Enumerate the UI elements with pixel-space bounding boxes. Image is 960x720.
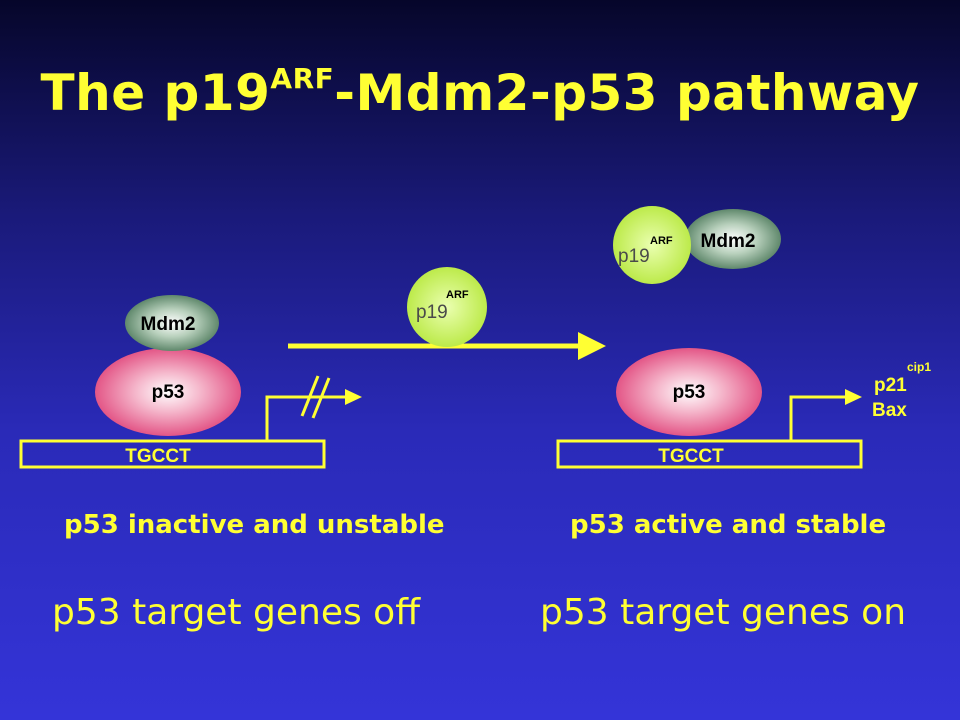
middle-p19-label: p19 [416, 302, 448, 323]
left-mdm2-label: Mdm2 [141, 314, 196, 335]
left-mdm2-protein [125, 295, 219, 351]
slide-title: The p19ARF-Mdm2-p53 pathway [0, 62, 960, 122]
block-mark-1 [300, 375, 320, 417]
middle-p19arf-protein [407, 267, 487, 347]
right-promoter-label: TGCCT [658, 446, 724, 467]
left-transcription-arrowhead [345, 389, 362, 405]
right-transcription-line [789, 395, 845, 441]
right-p53-protein [616, 348, 762, 436]
right-arf-label: ARF [650, 235, 673, 247]
right-mdm2-label: Mdm2 [701, 231, 756, 252]
target-p21-label: p21 [874, 375, 907, 396]
left-transcription-line [265, 395, 345, 441]
left-p53-protein [95, 348, 241, 436]
right-genes-text: p53 target genes on [540, 592, 907, 633]
left-p53-label: p53 [152, 382, 185, 403]
title-sup: ARF [270, 62, 335, 95]
right-p53-label: p53 [673, 382, 706, 403]
pathway-arrow-head [578, 332, 606, 360]
target-p21-sup: cip1 [907, 360, 931, 374]
left-promoter-label: TGCCT [125, 446, 191, 467]
title-rest: -Mdm2-p53 pathway [334, 64, 920, 122]
left-status-text: p53 inactive and unstable [64, 510, 445, 540]
right-promoter-box [556, 439, 863, 469]
right-mdm2-protein [685, 209, 781, 269]
right-transcription-arrowhead [845, 389, 862, 405]
right-p19arf-protein [613, 206, 691, 284]
target-bax-label: Bax [872, 400, 907, 421]
middle-arf-label: ARF [446, 289, 469, 301]
right-status-text: p53 active and stable [570, 510, 887, 540]
title-main: The p19 [40, 64, 271, 122]
right-p19-label: p19 [618, 246, 650, 267]
left-genes-text: p53 target genes off [52, 592, 420, 633]
block-mark-2 [311, 377, 331, 419]
left-promoter-box [19, 439, 326, 469]
